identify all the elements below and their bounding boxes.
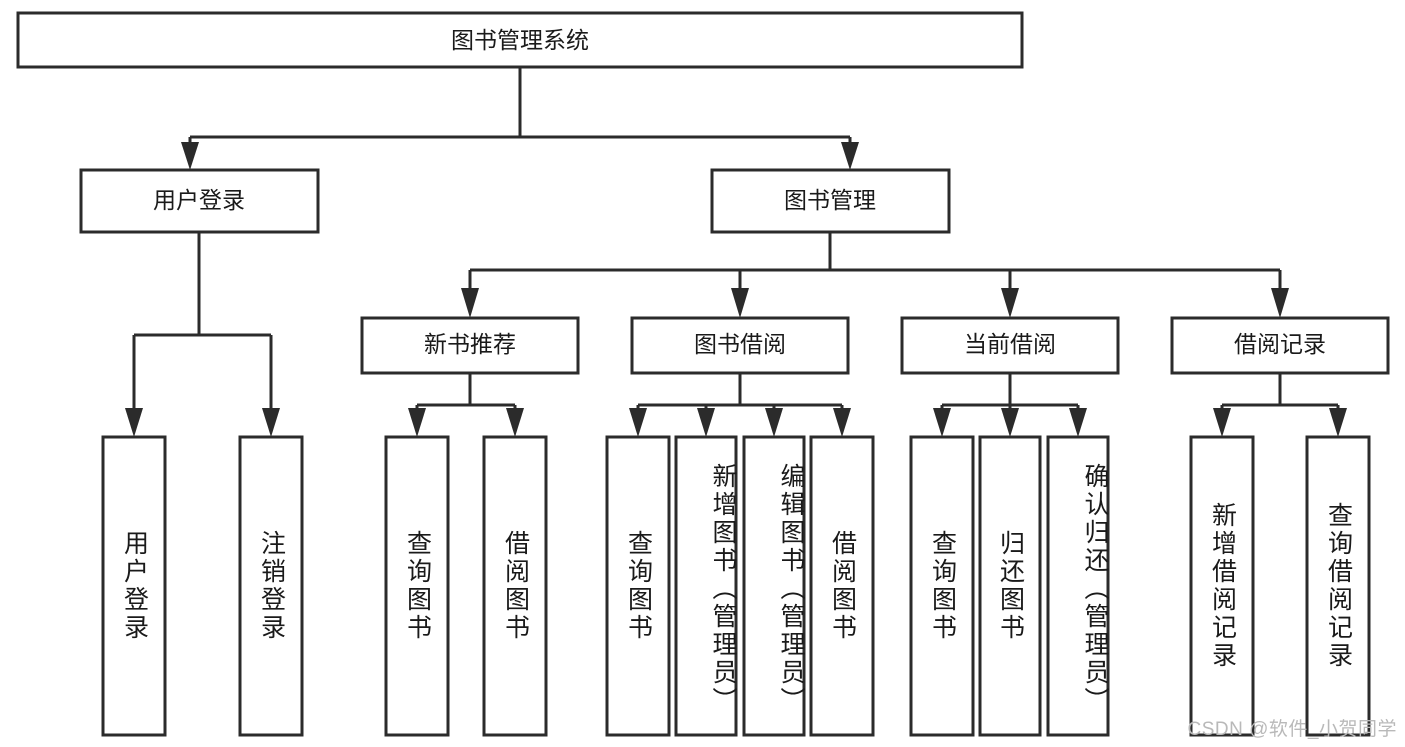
node-book-manage[interactable]: 图书管理 <box>710 168 951 234</box>
root-label: 图书管理系统 <box>451 27 589 53</box>
arrow-to-user-login <box>181 142 199 170</box>
node-book-borrow[interactable]: 图书借阅 <box>630 316 850 375</box>
arrow-to-leaf-borrow-book-2 <box>833 408 851 437</box>
root-box <box>16 11 1024 69</box>
arrow-to-leaf-logout <box>262 408 280 437</box>
arrow-to-new-book <box>461 288 479 318</box>
current-borrow-label: 当前借阅 <box>964 331 1056 357</box>
arrow-to-leaf-confirm-return <box>1069 408 1087 437</box>
leaf-box-edit-book[interactable] <box>742 435 806 737</box>
new-book-recommend-box <box>360 316 580 375</box>
csdn-watermark: CSDN @软件_小贺同学 <box>1187 719 1397 740</box>
leaf-box-add-book[interactable] <box>674 435 738 737</box>
arrow-to-book-borrow <box>731 288 749 318</box>
connector-user-login-to-leaves <box>125 232 280 437</box>
arrow-to-leaf-add-record <box>1213 408 1231 437</box>
node-root[interactable]: 图书管理系统 <box>16 11 1024 69</box>
book-borrow-label: 图书借阅 <box>694 331 786 357</box>
leaf-box-return-book[interactable] <box>978 435 1042 737</box>
node-user-login[interactable]: 用户登录 <box>79 168 320 234</box>
user-login-label: 用户登录 <box>153 187 245 213</box>
leaf-box-add-record[interactable] <box>1189 435 1255 737</box>
arrow-to-leaf-user-login <box>125 408 143 437</box>
connector-new-book-to-leaves <box>408 373 524 437</box>
connector-book-borrow-to-leaves <box>629 373 851 437</box>
arrow-to-leaf-edit-book <box>765 408 783 437</box>
arrow-to-leaf-query-book-3 <box>933 408 951 437</box>
arrow-to-leaf-query-record <box>1329 408 1347 437</box>
new-book-recommend-label: 新书推荐 <box>424 331 516 357</box>
connector-current-borrow-to-leaves <box>933 373 1087 437</box>
connector-book-manage-to-level3 <box>461 232 1289 318</box>
connector-root-to-level2 <box>181 67 859 170</box>
node-borrow-record[interactable]: 借阅记录 <box>1170 316 1390 375</box>
leaf-box-borrow-book-2[interactable] <box>809 435 875 737</box>
leaf-box-borrow-book-1[interactable] <box>482 435 548 737</box>
arrow-to-current-borrow <box>1001 288 1019 318</box>
arrow-to-book-manage <box>841 142 859 170</box>
arrow-to-borrow-record <box>1271 288 1289 318</box>
connector-borrow-record-to-leaves <box>1213 373 1347 437</box>
leaf-box-user-login[interactable] <box>101 435 167 737</box>
node-new-book-recommend[interactable]: 新书推荐 <box>360 316 580 375</box>
leaf-box-query-book-1[interactable] <box>384 435 450 737</box>
leaf-box-query-book-3[interactable] <box>909 435 975 737</box>
node-current-borrow[interactable]: 当前借阅 <box>900 316 1120 375</box>
arrow-to-leaf-add-book <box>697 408 715 437</box>
arrow-to-leaf-borrow-book-1 <box>506 408 524 437</box>
leaf-box-query-record[interactable] <box>1305 435 1371 737</box>
current-borrow-box <box>900 316 1120 375</box>
leaf-box-query-book-2[interactable] <box>605 435 671 737</box>
leaf-box-logout[interactable] <box>238 435 304 737</box>
book-manage-label: 图书管理 <box>784 187 876 213</box>
arrow-to-leaf-return-book <box>1001 408 1019 437</box>
arrow-to-leaf-query-book-2 <box>629 408 647 437</box>
borrow-record-label: 借阅记录 <box>1234 331 1326 357</box>
user-login-box <box>79 168 320 234</box>
arrow-to-leaf-query-book-1 <box>408 408 426 437</box>
leaf-box-confirm-return[interactable] <box>1046 435 1110 737</box>
